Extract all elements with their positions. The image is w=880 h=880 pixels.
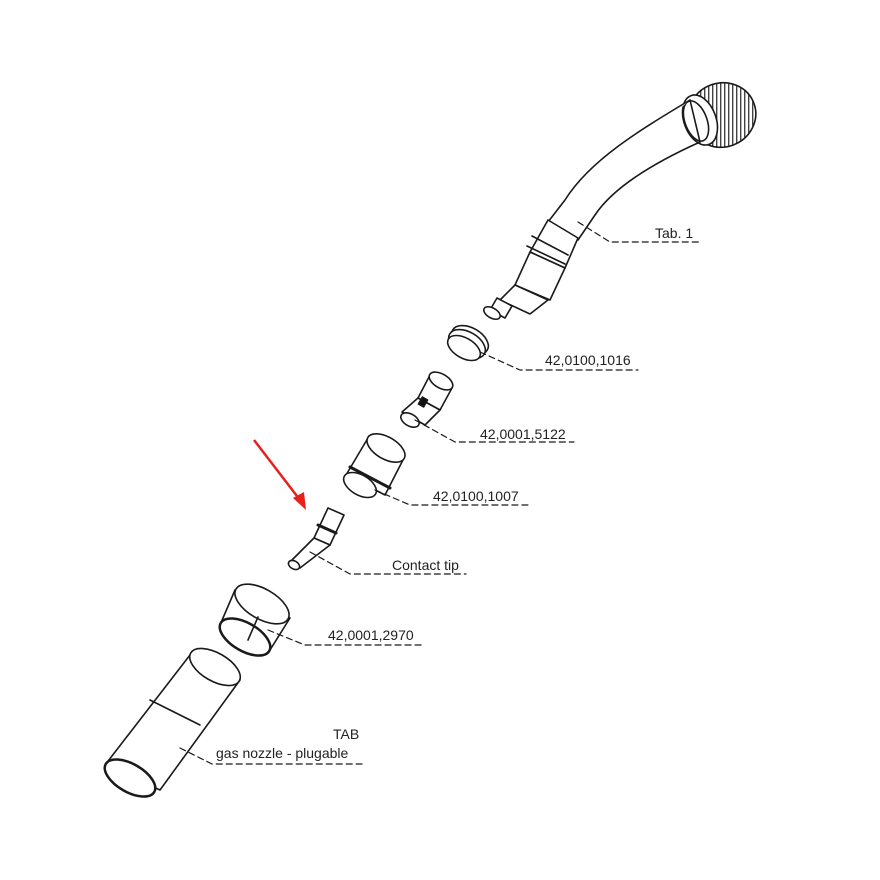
- label-part-1016: 42,0100,1016: [545, 352, 631, 368]
- label-tab: TAB: [333, 726, 360, 742]
- label-contact-tip: Contact tip: [392, 557, 459, 573]
- part-contact-tip: [287, 507, 345, 571]
- part-ring-1016: [446, 324, 490, 362]
- label-tab1: Tab. 1: [655, 225, 694, 241]
- torch-neck: [483, 81, 757, 321]
- leader-lines: [179, 221, 701, 765]
- part-1007: [342, 433, 406, 499]
- part-2970: [218, 583, 291, 657]
- label-part-2970: 42,0001,2970: [328, 627, 414, 643]
- label-part-1007: 42,0100,1007: [433, 488, 519, 504]
- part-5122: [400, 371, 454, 429]
- label-part-5122: 42,0001,5122: [480, 426, 566, 442]
- part-gas-nozzle: [103, 647, 242, 798]
- label-gas-nozzle: gas nozzle - plugable: [216, 745, 349, 761]
- highlight-arrow-icon: [253, 439, 306, 510]
